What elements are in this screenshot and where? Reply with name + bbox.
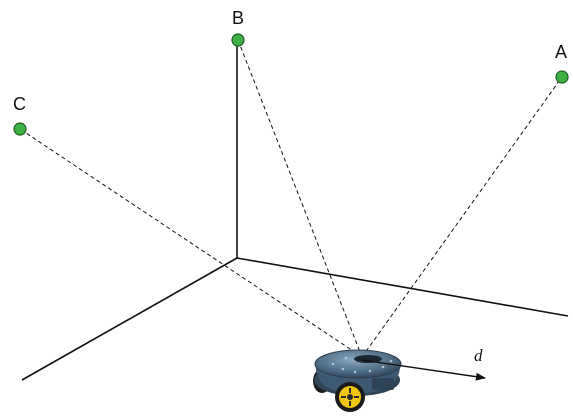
point-a: A <box>555 42 569 84</box>
sight-line-c <box>19 128 363 358</box>
point-b-label: B <box>232 8 244 28</box>
point-b-marker <box>231 33 245 47</box>
point-c-marker <box>13 122 27 136</box>
sight-line-a <box>361 76 563 358</box>
robot-top-slot <box>354 355 382 363</box>
sight-lines <box>19 39 563 358</box>
point-c: C <box>13 94 27 136</box>
direction-arrow <box>361 359 486 381</box>
y-axis <box>21 257 238 381</box>
sight-line-b <box>237 39 363 358</box>
axes <box>21 40 569 381</box>
point-a-marker <box>555 70 569 84</box>
robot <box>313 349 402 412</box>
point-b: B <box>231 8 245 47</box>
direction-label: d <box>474 346 483 365</box>
robot-bumper <box>372 378 394 390</box>
robot-wheel-front <box>335 382 365 412</box>
point-c-label: C <box>13 94 26 114</box>
x-axis <box>236 257 569 317</box>
point-a-label: A <box>555 42 567 62</box>
